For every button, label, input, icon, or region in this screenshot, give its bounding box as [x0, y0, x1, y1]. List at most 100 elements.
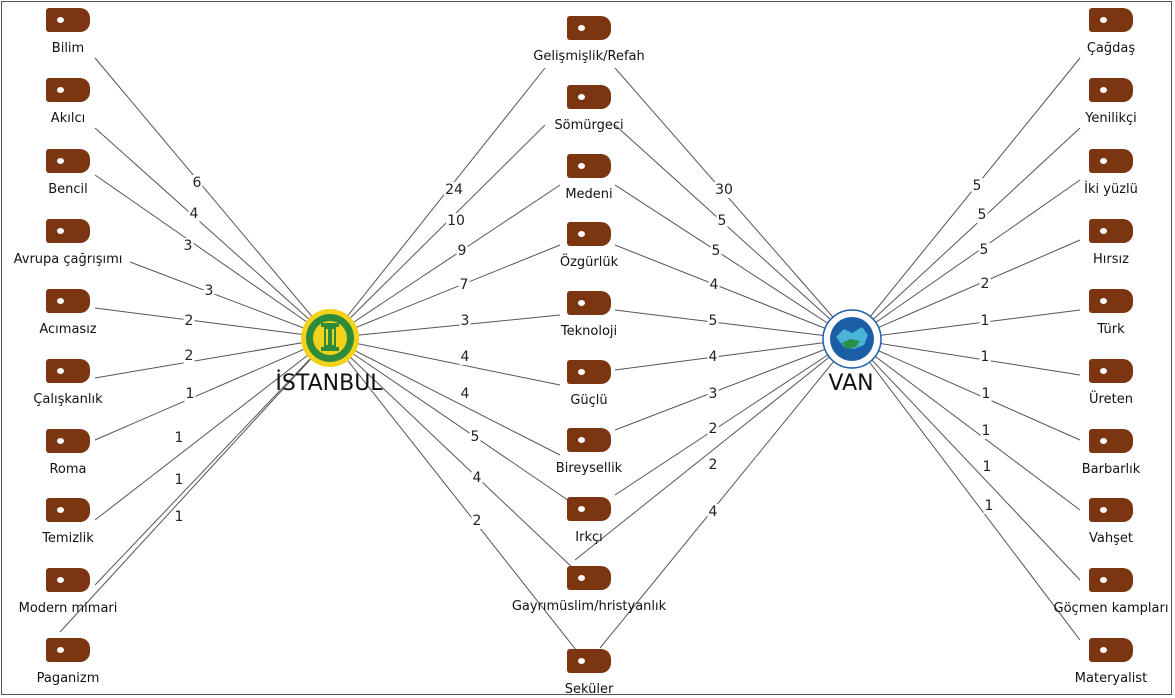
edge-van-cagdas [851, 57, 1081, 340]
van-yuzuncu-yil-university-seal-icon [822, 309, 882, 369]
hub-istanbul [300, 308, 360, 372]
node-label: Gayrımüslim/hristyanlık [511, 599, 667, 614]
tag-icon [46, 429, 90, 453]
edge-weight-van-vahset: 1 [980, 423, 992, 439]
edge-weight-van-ikiyuzlu: 5 [978, 242, 990, 258]
tag-icon [1089, 638, 1133, 662]
node-label: Bilim [51, 41, 85, 56]
edge-van-bireysellik [614, 338, 853, 431]
tag-icon [567, 85, 611, 109]
tag-icon [1089, 568, 1133, 592]
node-label: Bencil [48, 182, 88, 197]
edge-van-turk [851, 309, 1081, 340]
edge-istanbul-gelismislik [329, 67, 546, 339]
hub-title-van: VAN [828, 371, 874, 396]
node-label: Seküler [564, 682, 614, 697]
tag-icon [567, 16, 611, 40]
edge-weight-istanbul-bencil: 3 [182, 238, 194, 254]
tag-icon [567, 291, 611, 315]
edge-van-gocmen [851, 338, 1081, 581]
tag-icon [567, 566, 611, 590]
edge-weight-van-irkci: 2 [707, 421, 719, 437]
tag-icon [1089, 149, 1133, 173]
edge-weight-istanbul-sekuler: 2 [471, 513, 483, 529]
edge-weight-van-medeni: 5 [710, 243, 722, 259]
tag-icon [46, 638, 90, 662]
edge-weight-istanbul-caliskanlik: 2 [183, 348, 195, 364]
node-label: Akılcı [50, 111, 86, 126]
edge-weight-istanbul-modern: 1 [173, 472, 185, 488]
node-label: Türk [1097, 322, 1125, 337]
node-label: Göçmen kampları [1053, 601, 1169, 616]
edge-istanbul-modern [94, 337, 331, 586]
edge-weight-istanbul-gelismislik: 24 [444, 182, 464, 198]
edge-istanbul-medeni [329, 184, 561, 339]
node-label: Bireysellik [555, 461, 623, 476]
tag-icon [46, 359, 90, 383]
node-label: Özgürlük [559, 255, 619, 270]
edge-weight-istanbul-gayrimuslim: 4 [471, 470, 483, 486]
edge-van-ikiyuzlu [851, 179, 1081, 340]
edge-istanbul-somurgeci [329, 124, 546, 339]
node-label: Temizlik [42, 531, 94, 546]
node-label: Acımasız [39, 322, 97, 337]
edge-istanbul-ozgurluk [329, 244, 561, 339]
tag-icon [567, 497, 611, 521]
edge-weight-van-barbarlik: 1 [980, 386, 992, 402]
node-label: Güçlü [570, 393, 608, 408]
edge-istanbul-bilim [94, 57, 331, 339]
tag-icon [567, 360, 611, 384]
edge-weight-van-somurgeci: 5 [716, 213, 728, 229]
node-label: Barbarlık [1081, 462, 1141, 477]
edge-weight-van-sekuler: 4 [707, 504, 719, 520]
edge-weight-van-gayrimuslim: 2 [707, 457, 719, 473]
edge-weight-van-gelismislik: 30 [714, 182, 734, 198]
node-label: Üreten [1089, 392, 1133, 407]
node-label: Sömürgeci [554, 118, 624, 133]
edge-istanbul-irkci [329, 337, 576, 506]
edge-istanbul-caliskanlik [94, 337, 331, 379]
edge-weight-istanbul-avrupa: 3 [203, 283, 215, 299]
node-label: Avrupa çağrışımı [13, 252, 123, 267]
istanbul-university-seal-icon [301, 309, 359, 367]
tag-icon [567, 154, 611, 178]
edge-weight-van-turk: 1 [979, 313, 991, 329]
edge-weight-istanbul-irkci: 5 [469, 429, 481, 445]
edge-istanbul-teknoloji [329, 314, 561, 339]
edge-van-medeni [614, 184, 853, 340]
tag-icon [46, 149, 90, 173]
tag-icon [1089, 78, 1133, 102]
edge-van-guclu [614, 338, 853, 371]
edge-weight-van-ozgurluk: 4 [708, 277, 720, 293]
tag-icon [567, 222, 611, 246]
edge-weight-van-gocmen: 1 [981, 459, 993, 475]
tag-icon [46, 568, 90, 592]
node-label: İki yüzlü [1084, 182, 1138, 197]
hub-van [822, 309, 882, 373]
edge-istanbul-roma [94, 337, 331, 441]
edge-weight-istanbul-bilim: 6 [191, 175, 203, 191]
edge-weight-istanbul-acimasiz: 2 [183, 313, 195, 329]
edge-van-yenilikci [851, 127, 1081, 340]
node-label: Vahşet [1089, 531, 1133, 546]
tag-icon [1089, 8, 1133, 32]
edge-van-ureten [851, 338, 1081, 376]
edge-van-hirsiz [851, 239, 1081, 340]
edge-istanbul-temizlik [94, 337, 331, 521]
edge-weight-istanbul-medeni: 9 [456, 243, 468, 259]
node-label: Gelişmişlik/Refah [533, 49, 645, 64]
tag-icon [567, 649, 611, 673]
edge-weight-istanbul-teknoloji: 3 [459, 313, 471, 329]
edge-weight-van-guclu: 4 [707, 349, 719, 365]
tag-icon [46, 8, 90, 32]
edge-weight-van-ureten: 1 [979, 349, 991, 365]
edge-van-ozgurluk [614, 244, 853, 340]
edge-van-gelismislik [614, 67, 853, 340]
edge-istanbul-bireysellik [329, 337, 561, 456]
edge-istanbul-avrupa [129, 261, 331, 339]
edge-van-vahset [851, 338, 1081, 511]
edge-istanbul-guclu [329, 337, 561, 386]
tag-icon [1089, 498, 1133, 522]
